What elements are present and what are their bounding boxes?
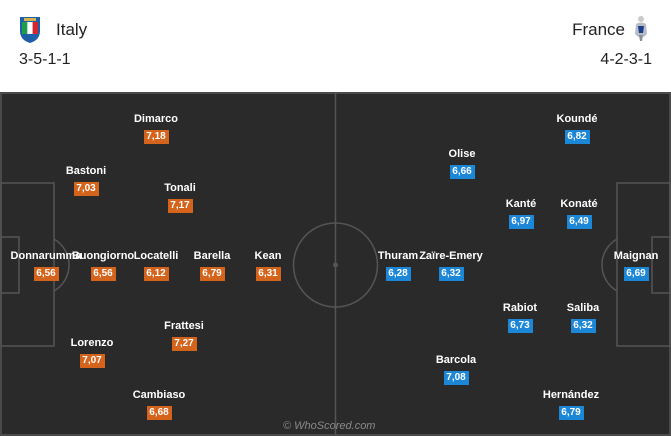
player-name: Koundé [556,113,598,125]
player-name: Zaïre-Emery [419,250,483,262]
player-rating: 6,32 [438,267,464,281]
player-rating: 7,08 [443,371,469,385]
pitch-markings [0,92,671,436]
player-donnarumma[interactable]: Donnarumma 6,56 [6,250,86,281]
player-name: Lorenzo [70,337,114,349]
player-rating: 7,27 [171,337,197,351]
player-maignan[interactable]: Maignan 6,69 [596,250,671,281]
player-name: Thuram [377,250,419,262]
player-name: Tonali [164,182,196,194]
italy-crest-icon [19,14,41,49]
player-tonali[interactable]: Tonali 7,17 [140,182,220,213]
player-rating: 6,79 [558,406,584,420]
player-rating: 6,31 [255,267,281,281]
player-rating: 6,82 [564,130,590,144]
player-name: Hernández [542,389,600,401]
player-barcola[interactable]: Barcola 7,08 [416,354,496,385]
player-kean[interactable]: Kean 6,31 [228,250,308,281]
player-zaire-emery[interactable]: Zaïre-Emery 6,32 [411,250,491,281]
watermark: © WhoScored.com [283,420,376,432]
pitch: Donnarumma 6,56 Bastoni 7,03 Buongiorno … [0,92,671,436]
player-locatelli[interactable]: Locatelli 6,12 [116,250,196,281]
player-name: Kean [254,250,282,262]
player-buongiorno[interactable]: Buongiorno 6,56 [63,250,143,281]
player-rating: 6,32 [570,319,596,333]
player-name: Maignan [613,250,659,262]
player-rating: 6,79 [199,267,225,281]
player-name: Konaté [560,198,598,210]
player-rating: 6,69 [623,267,649,281]
player-kante[interactable]: Kanté 6,97 [481,198,561,229]
player-name: Cambiaso [132,389,186,401]
player-rating: 7,07 [79,354,105,368]
player-name: Barcola [435,354,477,366]
player-rating: 6,68 [146,406,172,420]
player-name: Saliba [566,302,600,314]
home-team-name[interactable]: Italy [56,20,88,39]
player-rating: 7,03 [73,182,99,196]
player-name: Donnarumma [10,250,82,262]
away-formation: 4-2-3-1 [600,51,652,68]
player-thuram[interactable]: Thuram 6,28 [358,250,438,281]
player-konate[interactable]: Konaté 6,49 [539,198,619,229]
player-rating: 7,18 [143,130,169,144]
player-lorenzo[interactable]: Lorenzo 7,07 [52,337,132,368]
player-dimarco[interactable]: Dimarco 7,18 [116,113,196,144]
player-rating: 7,17 [167,199,193,213]
player-name: Olise [448,148,476,160]
player-rating: 6,56 [90,267,116,281]
player-olise[interactable]: Olise 6,66 [422,148,502,179]
player-name: Dimarco [133,113,179,125]
player-name: Frattesi [164,320,204,332]
player-cambiaso[interactable]: Cambiaso 6,68 [119,389,199,420]
player-rating: 6,56 [33,267,59,281]
player-frattesi[interactable]: Frattesi 7,27 [144,320,224,351]
player-name: Locatelli [133,250,179,262]
player-rating: 6,12 [143,267,169,281]
player-barella[interactable]: Barella 6,79 [172,250,252,281]
player-name: Rabiot [502,302,538,314]
france-rooster-crest-icon [630,14,652,49]
player-name: Barella [193,250,231,262]
player-rating: 6,97 [508,215,534,229]
player-rating: 6,66 [449,165,475,179]
player-name: Bastoni [65,165,107,177]
player-rabiot[interactable]: Rabiot 6,73 [480,302,560,333]
match-header: Italy 3-5-1-1 France 4-2-3-1 [0,0,671,92]
player-hernandez[interactable]: Hernández 6,79 [531,389,611,420]
player-rating: 6,28 [385,267,411,281]
player-bastoni[interactable]: Bastoni 7,03 [46,165,126,196]
player-kounde[interactable]: Koundé 6,82 [537,113,617,144]
away-team-name[interactable]: France [572,20,625,39]
player-rating: 6,73 [507,319,533,333]
player-saliba[interactable]: Saliba 6,32 [543,302,623,333]
player-name: Kanté [505,198,537,210]
home-formation: 3-5-1-1 [19,51,71,68]
player-name: Buongiorno [71,250,135,262]
player-rating: 6,49 [566,215,592,229]
